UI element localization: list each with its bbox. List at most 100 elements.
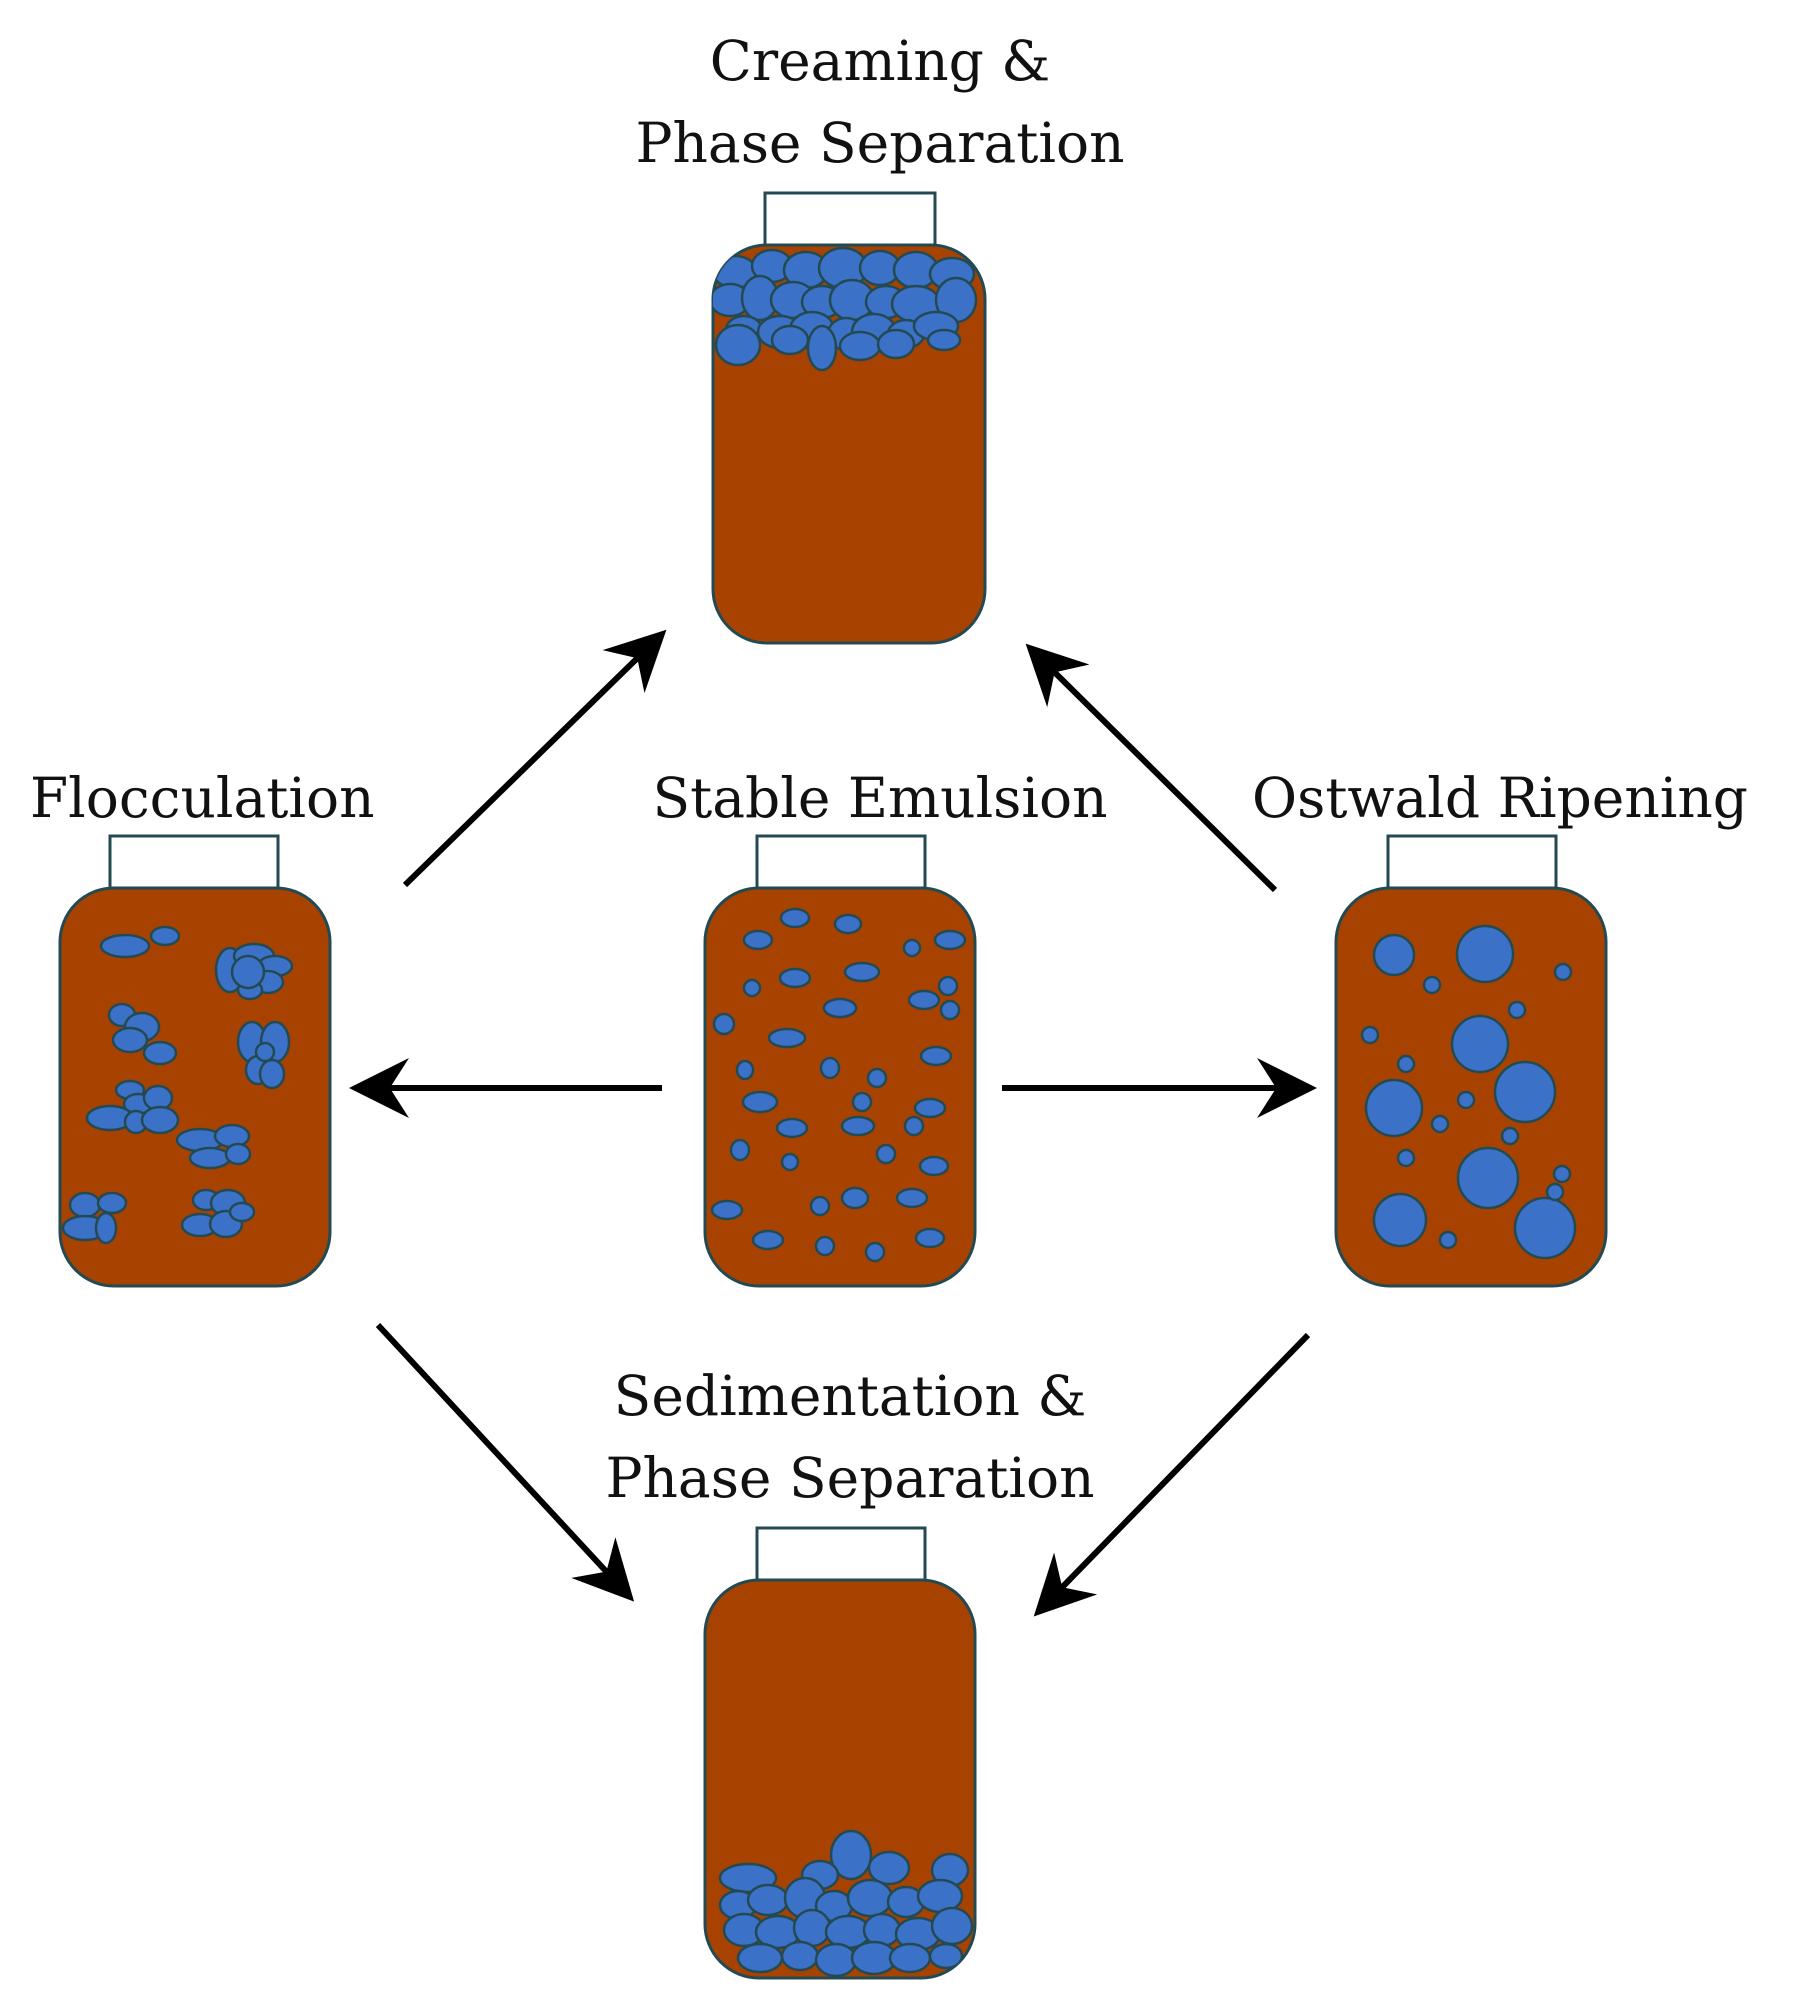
- jar-stable: [703, 834, 977, 1288]
- droplet: [814, 1235, 836, 1257]
- droplet: [751, 1229, 785, 1251]
- label-stable: Stable Emulsion: [600, 757, 1160, 839]
- droplet: [94, 1211, 118, 1245]
- droplet: [833, 913, 863, 935]
- droplet: [775, 1117, 809, 1139]
- droplet: [710, 1199, 744, 1221]
- droplet: [914, 1227, 946, 1249]
- label-stable-text: Stable Emulsion: [652, 766, 1108, 830]
- label-flocculation-text: Flocculation: [30, 766, 375, 830]
- arrow-flocculation-to-creaming: [402, 629, 667, 888]
- droplet: [829, 1829, 873, 1881]
- jar-creaming: [711, 191, 987, 645]
- droplet: [876, 328, 916, 360]
- droplet: [809, 1195, 831, 1217]
- jar-body: [1334, 886, 1608, 1288]
- droplet: [742, 929, 774, 951]
- droplet: [736, 1942, 784, 1974]
- droplet: [867, 1850, 911, 1886]
- droplet: [806, 324, 838, 372]
- droplet: [714, 323, 762, 367]
- droplet: [866, 1067, 888, 1089]
- droplet: [149, 925, 181, 947]
- droplet: [851, 1091, 873, 1113]
- droplet: [778, 967, 812, 989]
- droplet: [792, 1908, 832, 1948]
- jar-lid: [108, 834, 280, 890]
- droplet: [838, 330, 882, 362]
- droplet: [939, 999, 961, 1021]
- droplet: [919, 1045, 953, 1067]
- droplet: [1507, 1000, 1527, 1020]
- label-flocculation: Flocculation: [30, 757, 430, 839]
- droplet: [888, 1942, 932, 1974]
- droplet: [840, 1115, 876, 1137]
- droplet: [729, 1138, 751, 1162]
- droplet: [1360, 1025, 1380, 1045]
- droplet: [1493, 1060, 1557, 1124]
- jar-flocculation: [58, 834, 332, 1288]
- label-ostwald-text: Ostwald Ripening: [1252, 766, 1748, 830]
- droplet: [99, 933, 151, 959]
- droplet: [228, 1201, 256, 1223]
- droplet: [819, 1056, 841, 1080]
- label-creaming: Creaming & Phase Separation: [600, 20, 1160, 184]
- droplet: [735, 1059, 755, 1081]
- droplet: [930, 1906, 974, 1946]
- droplet: [840, 1186, 870, 1210]
- droplet: [846, 1878, 894, 1918]
- droplet: [1450, 1014, 1510, 1074]
- droplet: [224, 1142, 252, 1166]
- droplet: [814, 1942, 858, 1978]
- jar-lid: [755, 1526, 927, 1582]
- droplet: [254, 1041, 276, 1063]
- droplet: [779, 907, 811, 929]
- droplet: [1456, 1090, 1476, 1110]
- droplet: [770, 324, 810, 356]
- droplet: [1500, 1126, 1520, 1146]
- jar-lid: [763, 191, 937, 247]
- droplet: [746, 1883, 790, 1917]
- droplet: [907, 989, 941, 1011]
- droplet: [902, 938, 922, 958]
- droplet: [895, 1187, 929, 1209]
- droplet: [1552, 1164, 1572, 1184]
- droplet: [1364, 1078, 1424, 1138]
- droplet: [213, 1123, 251, 1149]
- droplet: [913, 1097, 947, 1119]
- droplet: [822, 997, 858, 1019]
- droplet: [937, 975, 959, 997]
- droplet: [712, 1012, 736, 1036]
- droplet: [1396, 1148, 1416, 1168]
- label-creaming-line2: Phase Separation: [635, 111, 1125, 175]
- droplet: [926, 328, 962, 352]
- droplet: [140, 1105, 180, 1135]
- droplet: [142, 1040, 178, 1066]
- droplet: [903, 1115, 925, 1137]
- droplet: [188, 1146, 232, 1170]
- droplet: [1396, 1054, 1416, 1074]
- label-ostwald: Ostwald Ripening: [1220, 757, 1780, 839]
- jar-lid: [1386, 834, 1558, 890]
- droplet: [96, 1191, 128, 1215]
- droplet: [875, 1143, 897, 1165]
- arrow-ostwald-to-sedimentation: [1033, 1332, 1311, 1617]
- jar-ostwald: [1334, 834, 1608, 1288]
- droplet: [111, 1026, 149, 1054]
- droplet: [780, 1940, 820, 1972]
- droplet: [1422, 975, 1442, 995]
- arrow-ostwald-to-creaming: [1025, 643, 1278, 893]
- droplet: [68, 1191, 102, 1219]
- droplet: [918, 1155, 950, 1177]
- droplet: [1456, 1146, 1520, 1210]
- label-creaming-line1: Creaming &: [709, 29, 1051, 93]
- droplet: [864, 1241, 886, 1263]
- droplet: [843, 961, 881, 983]
- droplet: [767, 1027, 807, 1049]
- arrows: [349, 629, 1317, 1617]
- droplet: [1372, 1192, 1428, 1248]
- label-sedimentation: Sedimentation & Phase Separation: [570, 1355, 1130, 1519]
- droplet: [933, 929, 967, 951]
